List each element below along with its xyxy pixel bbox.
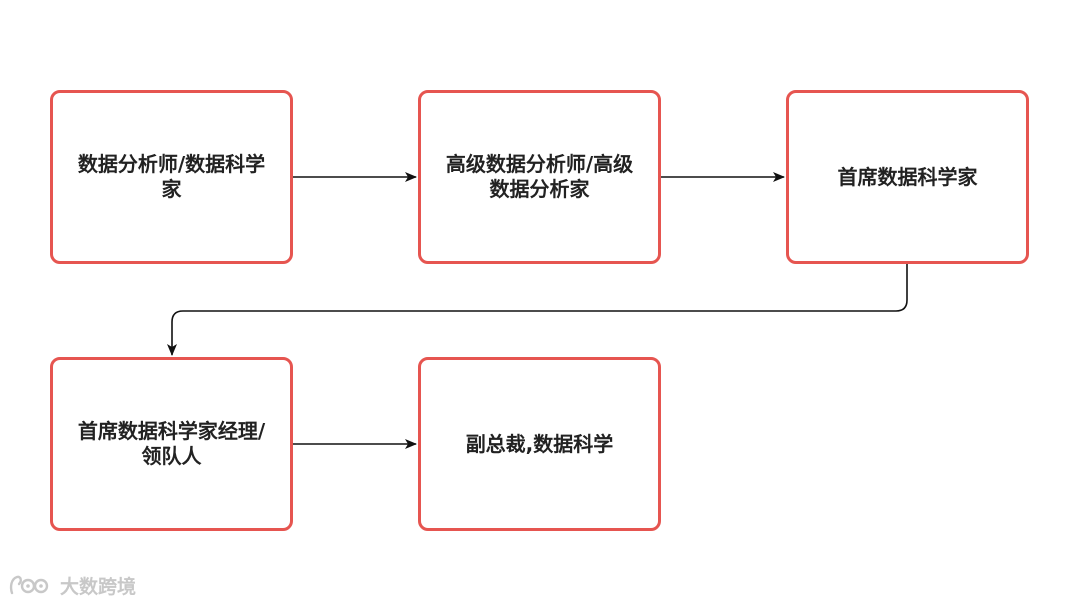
node-chief-data-scientist-manager: 首席数据科学家经理/领队人 [50,357,293,531]
watermark: 大数跨境 [8,570,136,600]
watermark-text: 大数跨境 [60,575,137,598]
node-label: 首席数据科学家 [837,164,978,189]
node-chief-data-scientist: 首席数据科学家 [786,90,1029,264]
node-senior-data-analyst: 高级数据分析师/高级数据分析家 [418,90,661,264]
node-data-analyst: 数据分析师/数据科学家 [50,90,293,264]
node-vp-data-science: 副总裁,数据科学 [418,357,661,531]
edge-n3-n4 [167,264,908,356]
node-label: 高级数据分析师/高级数据分析家 [445,152,634,201]
node-label: 副总裁,数据科学 [465,431,614,456]
node-label: 首席数据科学家经理/领队人 [77,419,266,468]
logo-icon [9,575,49,595]
node-label: 数据分析师/数据科学家 [77,152,266,201]
